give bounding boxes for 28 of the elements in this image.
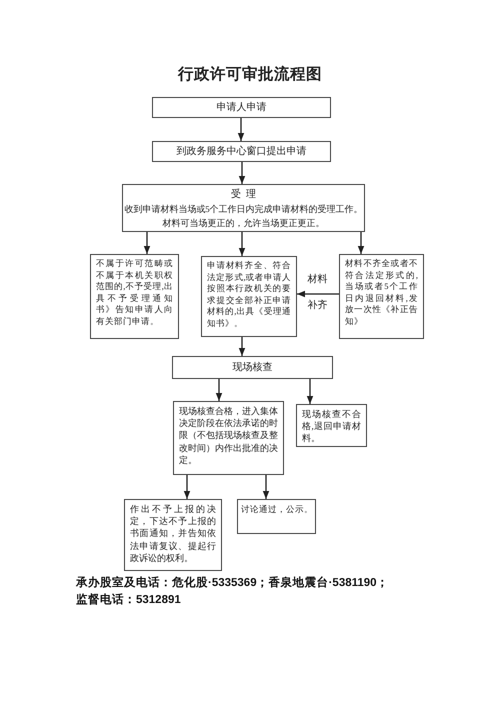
process-box: 到政务服务中心窗口提出申请: [152, 141, 331, 162]
arrow: [238, 118, 244, 141]
arrow: [306, 379, 314, 404]
process-box: 讨论通过，公示。: [237, 499, 316, 534]
box-text: 收到申请材料当场或5个工作日内完成申请材料的受理工作。材料可当场更正的，允许当场更正更正。: [124, 203, 364, 230]
note-text: 监督电话：5312891: [76, 592, 181, 607]
arrow: [216, 379, 222, 401]
edge-label: 材料补齐: [307, 272, 328, 313]
process-box: 申请人申请: [152, 97, 331, 118]
process-box: 作出不予上报的决定，下达不予上报的书面通知，并告知依法申请复议、提起行政诉讼的权利。: [124, 499, 222, 571]
arrow: [238, 337, 246, 356]
process-box: 现场核查合格，进入集体决定阶段在依法承诺的时限（不包括现场核查及整改时间）内作出批准的决定。: [173, 401, 284, 475]
arrow: [358, 232, 364, 254]
process-box: 材料不齐全或者不符合法定形式的,当场或者5个工作日内退回材料,发放一次性《补正告知》: [339, 254, 424, 339]
arrow: [297, 290, 339, 298]
arrow: [184, 475, 190, 499]
title: 行政许可审批流程图: [178, 64, 322, 85]
process-box: 申请材料齐全、符合法定形式,或者申请人按照本行政机关的要求提交全部补正申请材料的,出具《受理通知书》。: [201, 256, 297, 337]
note-text: 承办股室及电话：危化股·5335369；香泉地震台·5381190；: [76, 575, 389, 590]
process-box: 现场核查: [172, 356, 333, 379]
arrow: [144, 232, 150, 254]
arrow: [238, 232, 246, 256]
arrow: [262, 475, 270, 499]
box-heading: 受理: [230, 188, 262, 202]
process-box: 不属于许可范畴或不属于本机关职权范围的,不予受理,出具不予受理通知书》告知申请人向有关部门申请。: [90, 254, 179, 339]
process-box: 现场核查不合格,退回申请材料。: [296, 404, 367, 447]
arrow: [238, 162, 246, 184]
process-box: [122, 184, 365, 232]
